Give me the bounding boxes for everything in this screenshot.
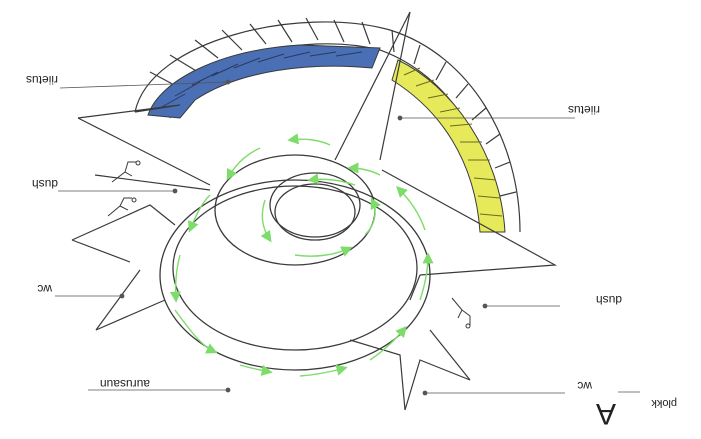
flow-arrow-icon (299, 364, 348, 377)
flow-arrow-icon (307, 173, 356, 186)
flow-arrow-icon (226, 147, 261, 181)
flow-arrow-icon (174, 309, 218, 354)
flow-arrow-icon (347, 162, 381, 176)
flow-arrows (169, 133, 434, 377)
flow-arrow-icon (364, 197, 381, 236)
blue-bench-stripes (159, 51, 363, 109)
flow-arrow-icon (287, 133, 331, 146)
label-dush-right: dush (596, 293, 622, 307)
flow-arrow-icon (188, 194, 211, 233)
pool (159, 154, 431, 371)
label-aurusaun: aurusaun (100, 377, 150, 391)
flow-arrow-icon (169, 254, 182, 303)
flow-arrow-icon (369, 325, 407, 361)
flow-arrow-icon (294, 246, 353, 257)
flow-arrow-icon (396, 186, 426, 231)
label-wc-left: wc (37, 282, 53, 296)
shower-head-icon (111, 160, 141, 183)
shower-head-icon (107, 197, 137, 217)
label-riietus-right: riietus (568, 103, 600, 117)
shower-head-icon (451, 297, 471, 329)
label-plokk-letter: A (596, 397, 616, 430)
platform (71, 11, 558, 411)
label-riietus-left: riietus (26, 73, 58, 87)
leader-lines (55, 79, 640, 396)
flow-arrow-icon (239, 364, 273, 376)
label-plokk: plokk (651, 397, 677, 409)
label-wc-right: wc (577, 379, 593, 393)
yellow-bench (391, 59, 506, 233)
flow-arrow-icon (419, 252, 434, 301)
flow-arrow-icon (260, 199, 272, 243)
label-dush-left: dush (32, 177, 58, 191)
yellow-bench-stripes (403, 67, 503, 217)
